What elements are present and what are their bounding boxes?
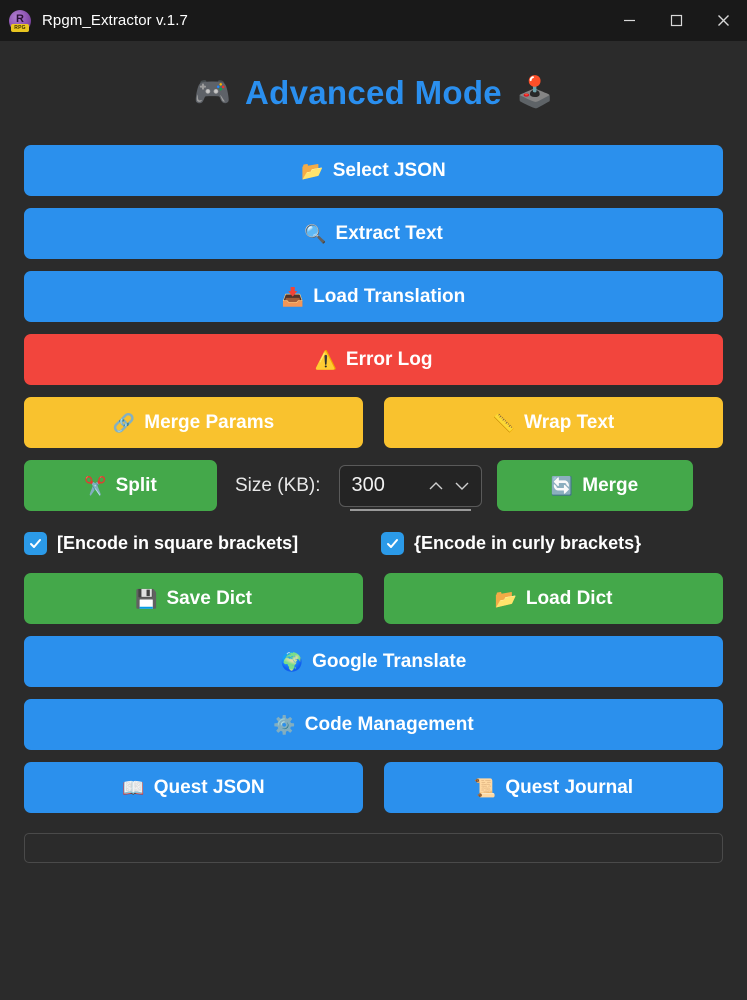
size-increment-button[interactable] xyxy=(425,475,447,497)
input-underline xyxy=(349,508,471,511)
minimize-icon xyxy=(624,19,635,22)
save-dict-label: Save Dict xyxy=(166,588,252,609)
open-book-icon: 📖 xyxy=(122,777,145,798)
row-encode-options: [Encode in square brackets] {Encode in c… xyxy=(24,523,723,563)
status-bar xyxy=(24,833,723,863)
size-label: Size (KB): xyxy=(235,474,321,496)
check-icon xyxy=(387,538,398,548)
app-icon-letter: R xyxy=(16,12,24,25)
error-log-label: Error Log xyxy=(345,349,433,370)
checkbox-curly-brackets[interactable]: {Encode in curly brackets} xyxy=(381,531,642,555)
checkbox-square-brackets[interactable]: [Encode in square brackets] xyxy=(24,531,381,555)
ruler-icon: 📏 xyxy=(492,412,516,433)
check-icon xyxy=(30,538,41,548)
load-translation-button[interactable]: 📥 Load Translation xyxy=(24,271,723,322)
row-code-management: ⚙️ Code Management xyxy=(24,699,723,750)
merge-button[interactable]: 🔄 Merge xyxy=(496,460,693,511)
row-dict: 💾 Save Dict 📂 Load Dict xyxy=(24,573,723,624)
close-icon xyxy=(718,15,729,26)
row-quest: 📖 Quest JSON 📜 Quest Journal xyxy=(24,762,723,813)
checkbox-curly-label: {Encode in curly brackets} xyxy=(414,532,642,553)
main-content: 🎮 Advanced Mode 🕹️ 📂 Select JSON 🔍 Extra… xyxy=(0,41,747,1000)
minimize-button[interactable] xyxy=(606,0,653,41)
magnifier-icon: 🔍 xyxy=(304,223,327,244)
size-input[interactable] xyxy=(351,474,425,497)
title-bar: R RPG Rpgm_Extractor v.1.7 xyxy=(0,0,747,41)
stepper-arrows xyxy=(425,475,473,497)
row-error-log: ⚠️ Error Log xyxy=(24,334,723,385)
select-json-button[interactable]: 📂 Select JSON xyxy=(24,145,723,196)
scroll-icon: 📜 xyxy=(473,777,497,798)
floppy-disk-icon: 💾 xyxy=(135,588,158,609)
checkbox-square-label: [Encode in square brackets] xyxy=(57,532,299,553)
wrap-text-label: Wrap Text xyxy=(524,412,615,433)
link-icon: 🔗 xyxy=(112,412,136,433)
google-translate-label: Google Translate xyxy=(312,651,467,672)
split-button[interactable]: ✂️ Split xyxy=(24,460,217,511)
size-stepper[interactable] xyxy=(338,464,482,511)
gamepad-icon: 🎮 xyxy=(193,76,232,109)
page-title: Advanced Mode xyxy=(245,74,502,111)
quest-journal-button[interactable]: 📜 Quest Journal xyxy=(384,762,723,813)
google-translate-button[interactable]: 🌍 Google Translate xyxy=(24,636,723,687)
wrap-text-button[interactable]: 📏 Wrap Text xyxy=(384,397,723,448)
inbox-tray-icon: 📥 xyxy=(281,286,305,307)
code-management-label: Code Management xyxy=(304,714,474,735)
row-load-translation: 📥 Load Translation xyxy=(24,271,723,322)
extract-text-button[interactable]: 🔍 Extract Text xyxy=(24,208,723,259)
close-button[interactable] xyxy=(700,0,747,41)
row-extract-text: 🔍 Extract Text xyxy=(24,208,723,259)
save-dict-button[interactable]: 💾 Save Dict xyxy=(24,573,363,624)
open-folder-icon: 📂 xyxy=(301,160,324,181)
chevron-down-icon xyxy=(455,482,469,490)
open-folder-icon: 📂 xyxy=(494,588,517,609)
page-header: 🎮 Advanced Mode 🕹️ xyxy=(24,41,723,145)
select-json-label: Select JSON xyxy=(332,160,446,181)
merge-params-button[interactable]: 🔗 Merge Params xyxy=(24,397,363,448)
row-params-wrap: 🔗 Merge Params 📏 Wrap Text xyxy=(24,397,723,448)
extract-text-label: Extract Text xyxy=(335,223,443,244)
maximize-button[interactable] xyxy=(653,0,700,41)
globe-icon: 🌍 xyxy=(280,651,304,672)
chevron-up-icon xyxy=(429,481,443,489)
gear-icon: ⚙️ xyxy=(273,714,296,735)
window-title: Rpgm_Extractor v.1.7 xyxy=(42,12,188,29)
merge-params-label: Merge Params xyxy=(144,412,275,433)
app-icon: R RPG xyxy=(9,9,31,32)
error-log-button[interactable]: ⚠️ Error Log xyxy=(24,334,723,385)
quest-json-button[interactable]: 📖 Quest JSON xyxy=(24,762,363,813)
checkbox-curly-box[interactable] xyxy=(381,531,404,555)
row-split-merge: ✂️ Split Size (KB): xyxy=(24,460,723,511)
load-dict-button[interactable]: 📂 Load Dict xyxy=(384,573,723,624)
bottom-spacer xyxy=(24,875,723,1000)
split-label: Split xyxy=(115,475,157,496)
app-icon-badge: RPG xyxy=(11,23,29,32)
scissors-icon: ✂️ xyxy=(84,475,107,496)
merge-label: Merge xyxy=(582,475,639,496)
quest-journal-label: Quest Journal xyxy=(505,777,634,798)
row-google-translate: 🌍 Google Translate xyxy=(24,636,723,687)
maximize-icon xyxy=(670,14,683,27)
joystick-icon: 🕹️ xyxy=(515,76,554,109)
quest-json-label: Quest JSON xyxy=(153,777,265,798)
load-dict-label: Load Dict xyxy=(525,588,613,609)
load-translation-label: Load Translation xyxy=(313,286,466,307)
checkbox-square-box[interactable] xyxy=(24,531,47,555)
code-management-button[interactable]: ⚙️ Code Management xyxy=(24,699,723,750)
size-decrement-button[interactable] xyxy=(451,475,473,497)
row-select-json: 📂 Select JSON xyxy=(24,145,723,196)
warning-icon: ⚠️ xyxy=(314,349,337,370)
refresh-icon: 🔄 xyxy=(550,475,574,496)
window-controls xyxy=(606,0,747,41)
